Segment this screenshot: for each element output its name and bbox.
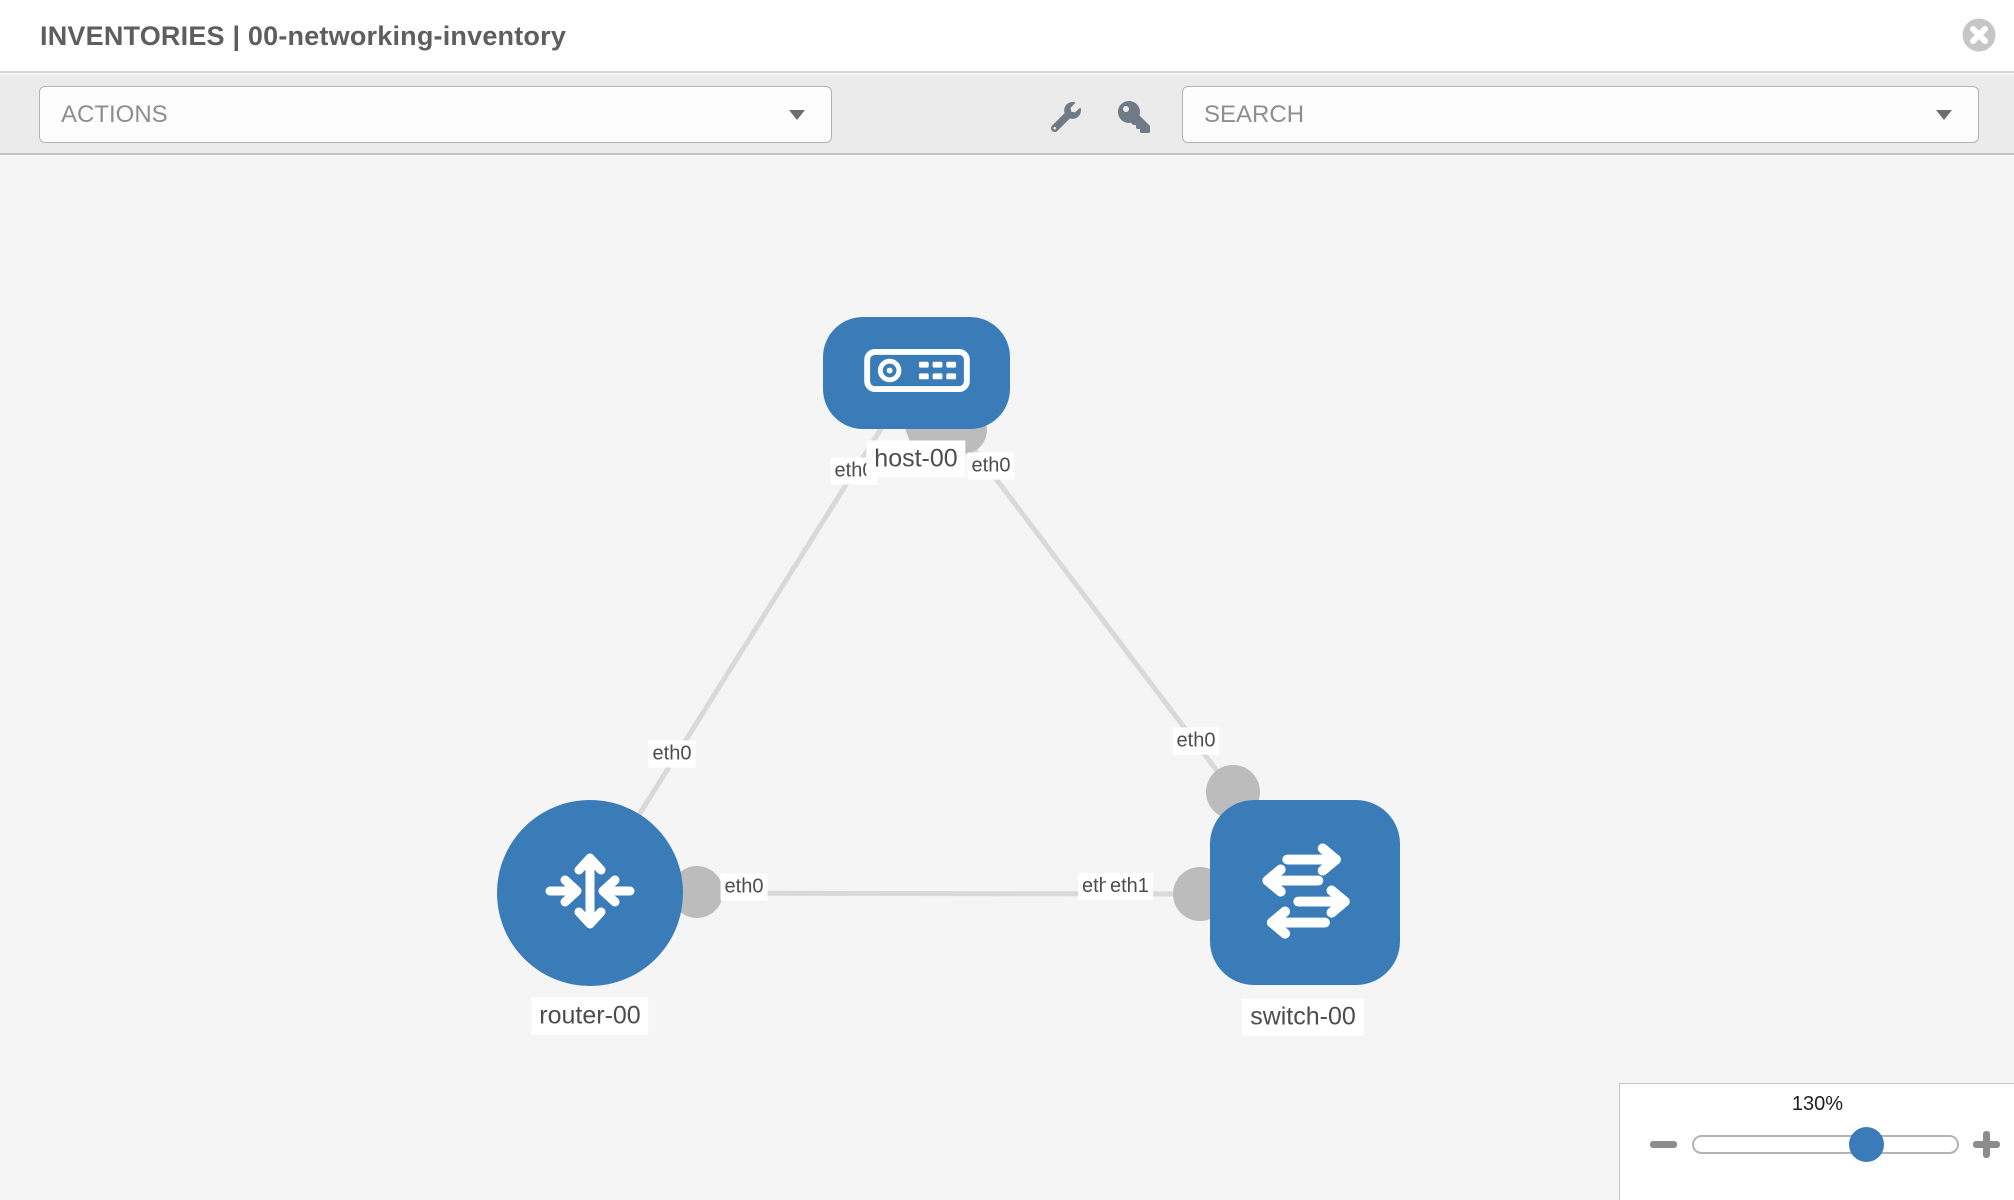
zoom-slider-handle[interactable]	[1849, 1127, 1884, 1162]
page-title: INVENTORIES | 00-networking-inventory	[40, 21, 567, 51]
search-placeholder: SEARCH	[1204, 100, 1305, 128]
header: INVENTORIES | 00-networking-inventory	[0, 0, 2014, 73]
zoom-in-button[interactable]	[1967, 1125, 2005, 1163]
router-icon	[538, 839, 642, 948]
iface-label-router-host-link: eth0	[648, 740, 696, 768]
search-dropdown[interactable]: SEARCH	[1182, 86, 1979, 143]
topology-links-layer	[587, 371, 1260, 921]
switch-icon	[1246, 833, 1364, 953]
key-icon[interactable]	[1114, 97, 1154, 137]
wrench-icon[interactable]	[1046, 97, 1086, 137]
plus-icon	[1972, 1130, 2000, 1158]
router-interface-connector[interactable]	[671, 866, 723, 918]
iface-label-host-right: eth0	[967, 452, 1015, 480]
zoom-panel: 130%	[1619, 1083, 2014, 1200]
chevron-down-icon	[789, 109, 805, 120]
node-switch-00[interactable]	[1210, 800, 1400, 985]
host-icon	[863, 349, 970, 397]
iface-label-router-right: eth0	[720, 873, 768, 901]
toolbar: ACTIONS SEARCH	[0, 75, 2014, 155]
zoom-out-button[interactable]	[1644, 1125, 1682, 1163]
actions-dropdown[interactable]: ACTIONS	[39, 86, 832, 143]
zoom-level: 130%	[1791, 1093, 1844, 1115]
actions-dropdown-label: ACTIONS	[61, 100, 168, 128]
minus-icon	[1649, 1140, 1677, 1148]
node-label-switch-00[interactable]: switch-00	[1242, 998, 1364, 1036]
iface-label-switch-left-front: eth1	[1106, 873, 1153, 900]
chevron-down-icon	[1936, 109, 1952, 120]
node-label-host-00[interactable]: host-00	[866, 440, 966, 478]
topology-canvas[interactable]: host-00 router-00 switch-00 eth0 eth0 et…	[0, 157, 2014, 1200]
node-label-router-00[interactable]: router-00	[531, 997, 649, 1035]
node-router-00[interactable]	[497, 800, 683, 986]
zoom-slider-track[interactable]	[1692, 1127, 1959, 1162]
close-icon[interactable]	[1961, 17, 1997, 53]
iface-label-host-switch-link: eth0	[1172, 727, 1220, 755]
node-host-00[interactable]	[823, 317, 1010, 429]
